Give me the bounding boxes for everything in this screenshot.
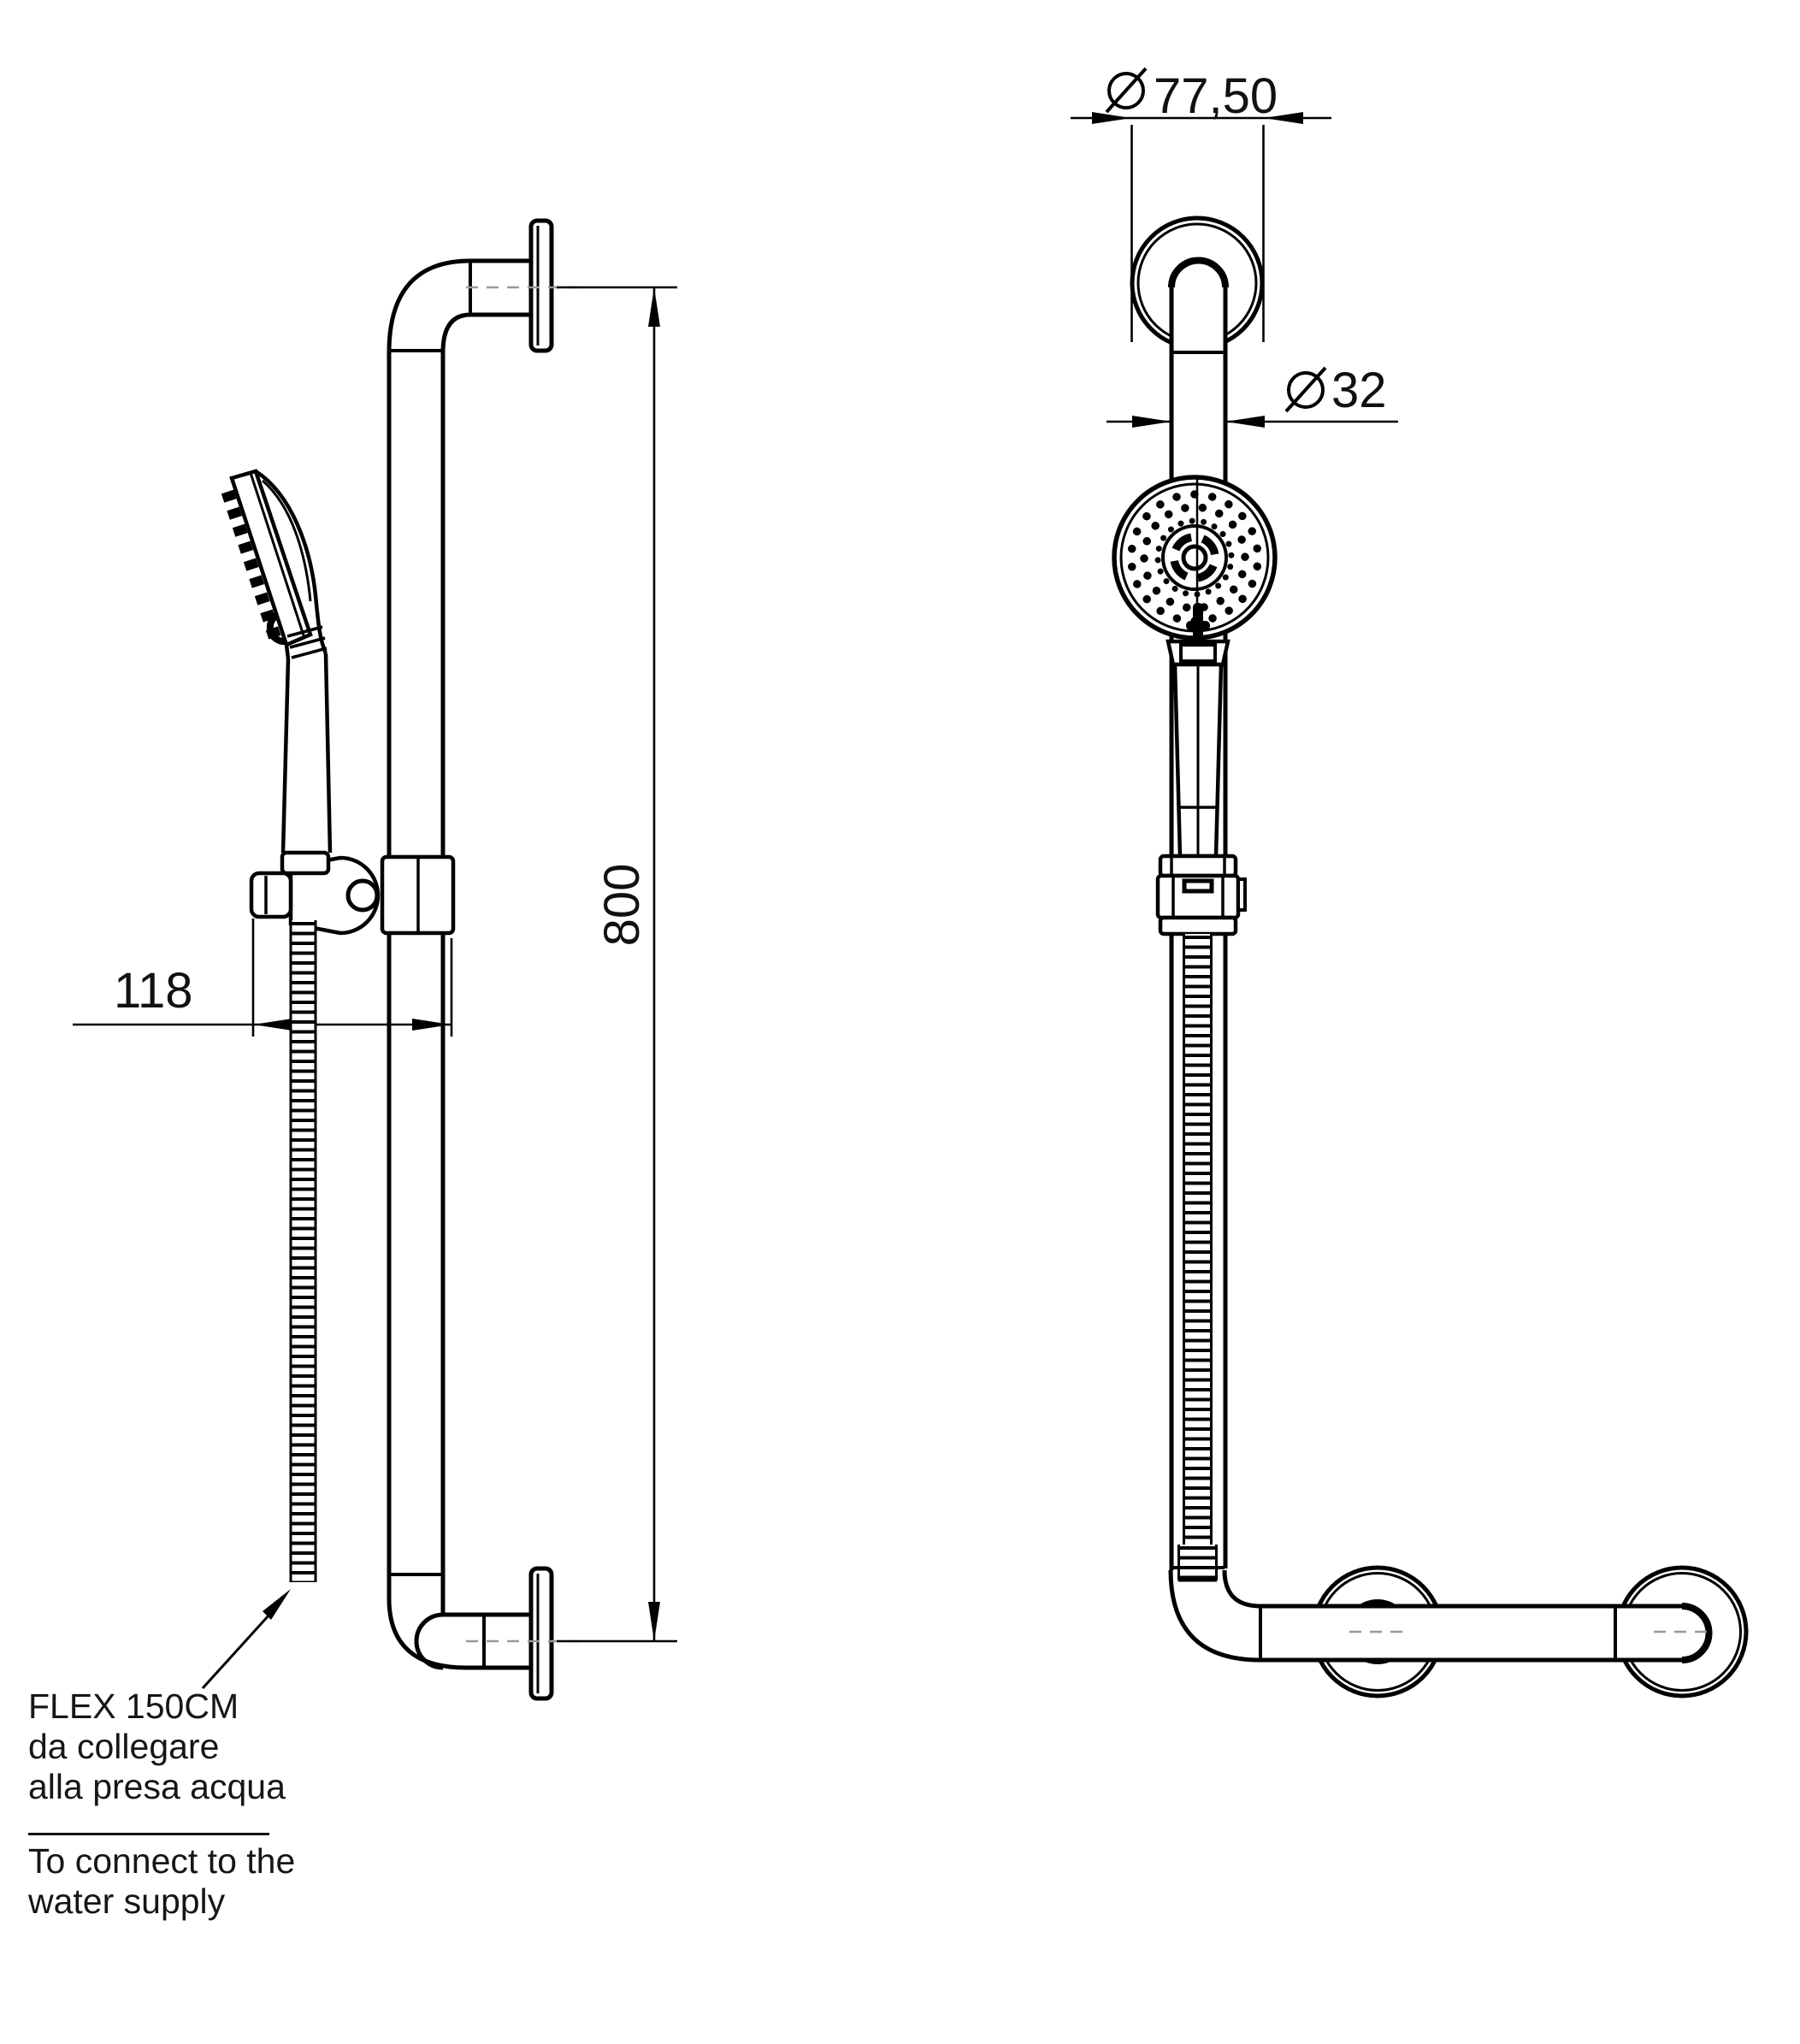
dimension-tube-diameter bbox=[1107, 366, 1398, 428]
right-view bbox=[1071, 67, 1749, 1698]
spray-nozzles-front bbox=[1127, 490, 1262, 625]
note-flex-en-1: To connect to the bbox=[28, 1841, 296, 1881]
hand-shower-side bbox=[221, 469, 333, 876]
diameter-symbol bbox=[1105, 67, 1148, 114]
note-flex-it-2: da collegare bbox=[28, 1727, 220, 1766]
dim-tube-diameter-label: 32 bbox=[1331, 363, 1387, 418]
flex-hose-front bbox=[1177, 934, 1218, 1582]
left-view bbox=[73, 218, 677, 1701]
leader-line bbox=[201, 1589, 291, 1690]
hand-shower-body bbox=[254, 470, 328, 654]
diameter-symbol bbox=[1284, 366, 1327, 413]
grab-rail-front bbox=[1168, 257, 1713, 1663]
dimension-flange-diameter bbox=[1071, 67, 1331, 342]
spray-nozzles-side bbox=[221, 489, 282, 641]
note-divider bbox=[28, 1833, 269, 1835]
dimension-rail-length bbox=[557, 286, 677, 1643]
flex-hose-side bbox=[289, 920, 317, 1582]
wall-flange-top-side bbox=[528, 218, 554, 353]
wall-flange-bottom-side bbox=[528, 1566, 554, 1701]
dimension-holder-offset bbox=[73, 919, 453, 1037]
spray-face-plate bbox=[229, 469, 313, 648]
dim-rail-length-label: 800 bbox=[594, 863, 650, 947]
mode-selector-ring bbox=[1170, 533, 1219, 582]
grab-rail-side bbox=[387, 218, 588, 1701]
holder-side bbox=[249, 854, 456, 936]
tube-end-cap bbox=[1681, 1603, 1713, 1663]
hand-shower-front bbox=[1112, 475, 1278, 859]
note-flex-it-1: FLEX 150CM bbox=[28, 1687, 239, 1726]
dim-flange-diameter-label: 77,50 bbox=[1154, 68, 1278, 124]
handle-collar-side bbox=[280, 850, 331, 876]
note-flex-en-2: water supply bbox=[28, 1882, 226, 1921]
hose-end-fitting bbox=[1177, 1545, 1218, 1582]
holder-front bbox=[1155, 854, 1247, 936]
dim-holder-offset-label: 118 bbox=[114, 963, 193, 1019]
tube-top-cap bbox=[1168, 257, 1229, 288]
note-flex-it-3: alla presa acqua bbox=[28, 1767, 286, 1806]
